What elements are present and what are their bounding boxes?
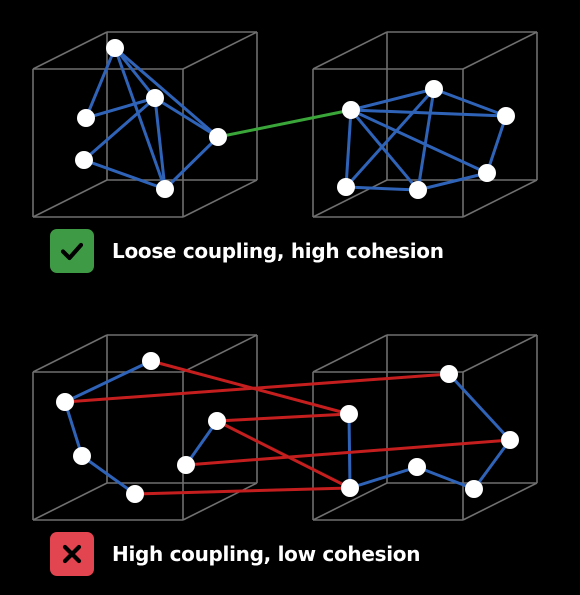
cohesion-edge (485, 114, 508, 175)
cohesion-edge (63, 359, 153, 404)
cube-edge (312, 482, 388, 521)
cube-edge (32, 482, 108, 521)
cube-edge (182, 179, 258, 218)
check-badge (50, 229, 94, 273)
component-node (208, 412, 226, 430)
cube-edge (462, 179, 538, 218)
component-node (146, 89, 164, 107)
component-node (75, 151, 93, 169)
component-node (440, 365, 458, 383)
tight-coupling-edge (184, 438, 512, 467)
tight-coupling-edge (215, 412, 351, 423)
component-node (465, 480, 483, 498)
cube-edge (312, 31, 388, 70)
cube-edge (182, 31, 258, 70)
caption-high-coupling: High coupling, low cohesion (50, 532, 420, 576)
x-badge (50, 532, 94, 576)
cohesion-edge (349, 87, 436, 112)
caption-text-good: Loose coupling, high cohesion (112, 239, 444, 263)
cohesion-edge (447, 372, 512, 442)
cohesion-edge (153, 96, 220, 139)
cube-bottom-right (312, 334, 538, 521)
cohesion-edge (84, 46, 117, 120)
component-node (56, 393, 74, 411)
component-node (501, 431, 519, 449)
cohesion-edge (472, 438, 512, 491)
cube-edge (32, 31, 108, 70)
checkmark-icon (60, 242, 84, 261)
cohesion-edge (432, 87, 508, 118)
component-node (425, 80, 443, 98)
tight-coupling-edge (133, 486, 352, 496)
cohesion-edge (163, 135, 220, 191)
component-node (478, 164, 496, 182)
cohesion-edge (344, 108, 353, 189)
cohesion-edge (349, 108, 420, 192)
component-node (73, 447, 91, 465)
cohesion-edge (113, 46, 220, 139)
cube-edge (312, 334, 388, 373)
caption-text-bad: High coupling, low cohesion (112, 542, 421, 566)
cohesion-edge (153, 96, 167, 191)
component-node (341, 479, 359, 497)
cohesion-edge (349, 108, 489, 175)
component-node (126, 485, 144, 503)
component-node (106, 39, 124, 57)
component-node (409, 181, 427, 199)
cohesion-edge (82, 158, 167, 191)
component-node (77, 109, 95, 127)
component-node (497, 107, 515, 125)
cube-edge (462, 31, 538, 70)
cohesion-edge (344, 87, 436, 189)
component-node (340, 405, 358, 423)
cube-edge (462, 482, 538, 521)
cohesion-edge (416, 87, 436, 192)
cube-edge (182, 334, 258, 373)
component-nodes (56, 39, 519, 503)
cohesion-edge (344, 185, 420, 192)
component-node (342, 101, 360, 119)
cohesion-edge (82, 96, 157, 162)
cube-top-right (312, 31, 538, 218)
dependency-edges (63, 46, 512, 496)
component-node (177, 456, 195, 474)
cohesion-edge (113, 46, 167, 191)
cube-edge (32, 179, 108, 218)
cube-bottom-left (32, 334, 258, 521)
cube-edge (462, 334, 538, 373)
cohesion-edge (349, 108, 508, 118)
component-node (142, 352, 160, 370)
cube-top-left (32, 31, 258, 218)
cohesion-edge (113, 46, 157, 100)
cohesion-edge (80, 454, 137, 496)
component-node (337, 178, 355, 196)
tight-coupling-edge (63, 372, 451, 404)
cube-edge (32, 334, 108, 373)
cohesion-edge (348, 465, 419, 490)
cohesion-edge (84, 96, 157, 120)
cohesion-edge (415, 465, 476, 491)
loose-coupling-edge (216, 108, 353, 139)
cohesion-edge (63, 400, 84, 458)
module-cubes (32, 31, 538, 521)
caption-loose-coupling: Loose coupling, high cohesion (50, 229, 444, 273)
tight-coupling-edge (215, 419, 352, 490)
component-node (156, 180, 174, 198)
component-node (408, 458, 426, 476)
cube-edge (312, 179, 388, 218)
cube-edge (182, 482, 258, 521)
cohesion-edge (416, 171, 489, 192)
component-node (209, 128, 227, 146)
x-icon (62, 544, 82, 564)
